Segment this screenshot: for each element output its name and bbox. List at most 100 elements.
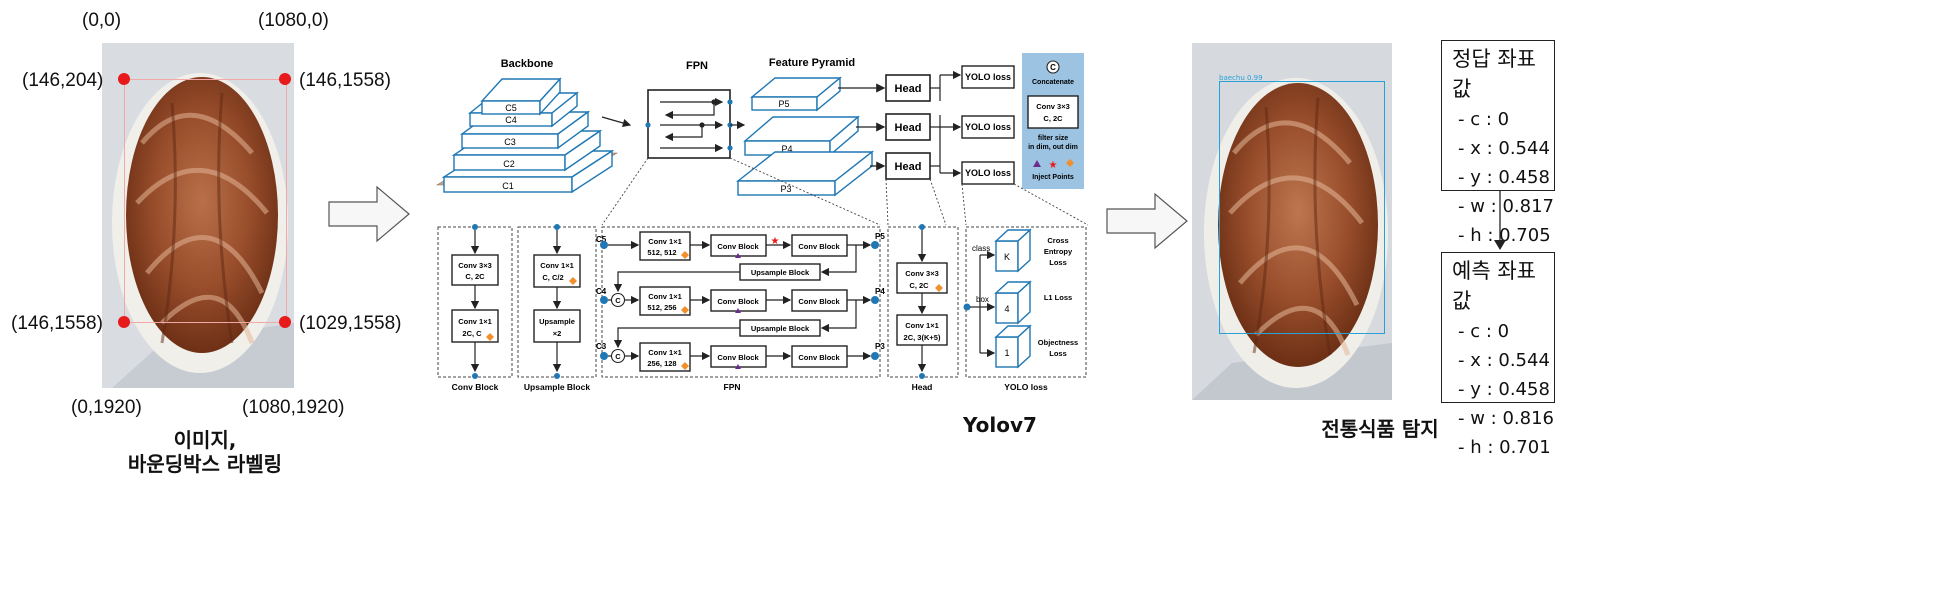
head-detail: [887, 226, 959, 378]
svg-text:C: C: [615, 296, 621, 305]
concatenate-icon: [1046, 60, 1060, 74]
backbone-label-c4: C4: [505, 115, 517, 125]
fpn-row2-convblock-label: Conv Block: [717, 297, 759, 306]
backbone-label-c3: C3: [504, 137, 516, 147]
corner-point-top-right: [279, 73, 291, 85]
middle-caption: Yolov7: [963, 413, 1037, 437]
upsample-block-box2-line2: ×2: [553, 329, 562, 338]
head-detail-label: Head: [912, 382, 933, 392]
pyramid-title: Feature Pyramid: [769, 57, 855, 69]
prediction-box: 예측 좌표값 - c : 0 - x : 0.544 - y : 0.458 -…: [1441, 252, 1555, 458]
yolo-loss-box-1: YOLO loss: [961, 65, 1015, 89]
yolo-loss-label-1: YOLO loss: [965, 72, 1011, 82]
ground-truth-x: - x : 0.544: [1458, 138, 1550, 159]
head-label-1: Head: [895, 83, 922, 95]
corner-point-bottom-right: [279, 316, 291, 328]
corner-point-bottom-left: [118, 316, 130, 328]
fpn-row1-convblock-label: Conv Block: [717, 242, 759, 251]
detection-box: [1219, 81, 1385, 334]
coord-image-bottom-right: (1080,1920): [242, 397, 345, 418]
fpn-row1-conv-line1: Conv 1×1: [648, 237, 682, 246]
head-box-1: Head: [885, 74, 931, 102]
svg-text:C: C: [615, 352, 621, 361]
fpn-row1-convblock2-label: Conv Block: [798, 242, 840, 251]
ground-truth-title: 정답 좌표값: [1452, 47, 1536, 101]
bounding-box: [124, 79, 287, 323]
fpn-output-p4: P4: [875, 287, 885, 296]
fpn-top-title: FPN: [686, 60, 708, 72]
conv-block-box2-line1: Conv 1×1: [458, 317, 492, 326]
legend-conv-line2: C, 2C: [1043, 114, 1063, 123]
detection-tag: baechu 0.99: [1219, 74, 1263, 82]
left-caption-line1: 이미지,: [173, 428, 237, 452]
head-detail-box2-line1: Conv 1×1: [905, 321, 939, 330]
fpn-output-p3: P3: [875, 342, 885, 351]
conv-block-box2-line2: 2C, C: [462, 329, 482, 338]
pyramid-label-p4: P4: [781, 144, 792, 154]
legend-inject-label: Inject Points: [1032, 174, 1074, 181]
yolo-box-label: box: [976, 295, 989, 304]
yolo-cube-4-label: 4: [1004, 304, 1009, 314]
yolo-loss-label-2: YOLO loss: [965, 122, 1011, 132]
fpn-row2-conv: [639, 286, 691, 316]
upsample-block-box2-line1: Upsample: [539, 317, 575, 326]
legend-concat-label: Concatenate: [1032, 79, 1074, 86]
legend-filter-line1: filter size: [1038, 135, 1068, 142]
svg-text:★: ★: [771, 236, 780, 247]
prediction-c: - c : 0: [1458, 321, 1510, 342]
pyramid-level-p4: P4: [743, 115, 860, 157]
fpn-input-c5: C5: [596, 235, 607, 244]
head-detail-box2-line2: 2C, 3(K+5): [904, 333, 941, 342]
prediction-x: - x : 0.544: [1458, 350, 1550, 371]
head-label-2: Head: [895, 122, 922, 134]
fpn-row1-conv-line2: 512, 512: [647, 248, 676, 257]
kimchi-image-labeled: [102, 43, 294, 388]
flow-arrow-2: [1106, 192, 1188, 250]
kimchi-detection-image: baechu 0.99: [1192, 43, 1392, 400]
head-detail-box1-line1: Conv 3×3: [905, 269, 939, 278]
coord-box-top-left: (146,204): [22, 70, 104, 91]
yolo-loss-label-3: YOLO loss: [965, 168, 1011, 178]
inject-triangle-icon: [1033, 160, 1041, 167]
coord-box-top-right: (146,1558): [299, 70, 391, 91]
ground-truth-y: - y : 0.458: [1458, 167, 1550, 188]
prediction-w: - w : 0.816: [1458, 408, 1554, 429]
fpn-upsample2-label: Upsample Block: [751, 324, 810, 333]
coord-image-top-right: (1080,0): [258, 10, 329, 31]
coord-box-bottom-left: (146,1558): [11, 313, 103, 334]
corner-point-top-left: [118, 73, 130, 85]
upsample-block-box1-line2: C, C/2: [542, 273, 563, 282]
coord-image-top-left: (0,0): [82, 10, 122, 31]
fpn-row2-conv-line2: 512, 256: [647, 303, 676, 312]
legend-panel: C Concatenate Conv 3×3 C, 2C filter size…: [1022, 53, 1084, 189]
legend-conv-line1: Conv 3×3: [1036, 102, 1070, 111]
yolo-class-label: class: [972, 244, 990, 253]
ground-truth-h: - h : 0.705: [1458, 225, 1551, 246]
loss3-line2: Loss: [1049, 349, 1067, 358]
loss1-line1: Cross: [1047, 236, 1068, 245]
loss1-line2: Entropy: [1044, 247, 1073, 256]
legend-filter-line2: in dim, out dim: [1028, 144, 1078, 151]
ground-truth-c: - c : 0: [1458, 109, 1510, 130]
prediction-h: - h : 0.701: [1458, 437, 1551, 458]
upsample-block-label: Upsample Block: [524, 382, 590, 392]
fpn-row2-conv-line1: Conv 1×1: [648, 292, 682, 301]
fpn-input-c4: C4: [596, 287, 607, 296]
yolo-loss-detail: [965, 226, 1087, 378]
yolo-cube-1-label: 1: [1004, 348, 1009, 358]
fpn-upsample1-label: Upsample Block: [751, 268, 810, 277]
loss2-label: L1 Loss: [1044, 293, 1072, 302]
pyramid-level-p5: P5: [750, 76, 842, 112]
yolo-cube-4: 4: [994, 280, 1032, 325]
yolo-loss-box-2: YOLO loss: [961, 115, 1015, 139]
pyramid-label-p5: P5: [778, 99, 789, 109]
compare-arrow: [1494, 190, 1506, 250]
head-label-3: Head: [895, 161, 922, 173]
backbone-label-c5: C5: [505, 103, 517, 113]
yolo-loss-box-3: YOLO loss: [961, 161, 1015, 185]
coord-box-bottom-right: (1029,1558): [299, 313, 402, 334]
backbone-layer-c5: C5: [480, 77, 562, 116]
loss1-line3: Loss: [1049, 258, 1067, 267]
legend-concat-symbol: C: [1050, 63, 1056, 72]
conv-block-box1-line2: C, 2C: [465, 272, 485, 281]
